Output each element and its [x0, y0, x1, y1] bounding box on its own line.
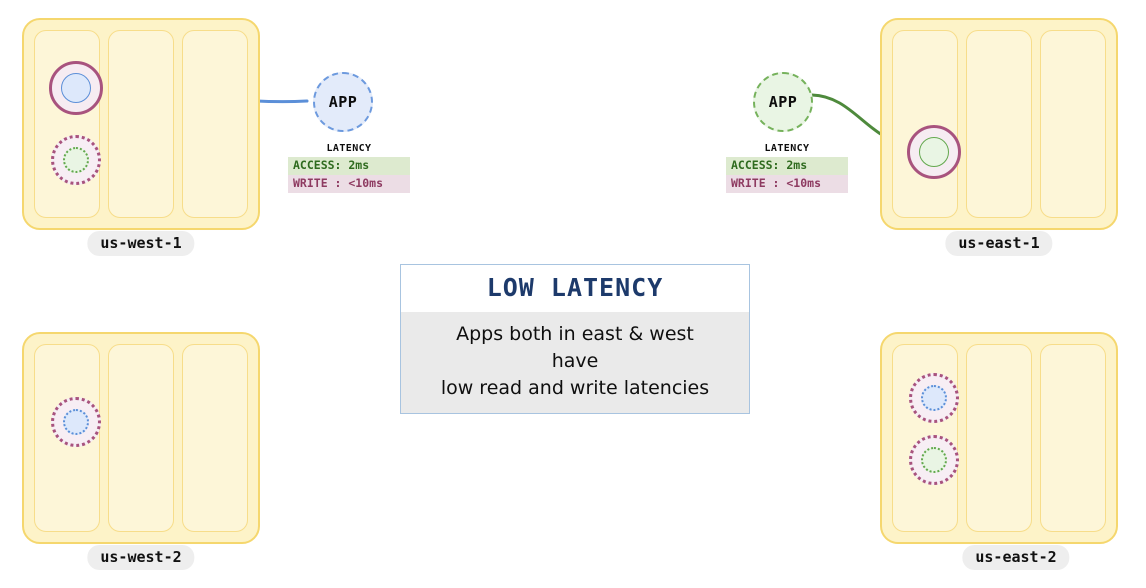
availability-zone-column[interactable] [34, 344, 101, 532]
low-latency-info-box: LOW LATENCY Apps both in east & west hav… [400, 264, 750, 414]
app-node-east[interactable]: APP [753, 72, 813, 132]
info-box-line-2: have [551, 350, 599, 372]
availability-zone-column[interactable] [1040, 30, 1106, 218]
region-label-us-east-2: us-east-2 [962, 545, 1070, 570]
latency-title: LATENCY [764, 143, 810, 154]
latency-write-value: WRITE : <10ms [726, 175, 848, 193]
availability-zone-column[interactable] [1040, 344, 1106, 532]
primary-replica-node[interactable] [49, 61, 103, 115]
availability-zone-column[interactable] [892, 30, 961, 218]
app-node-west[interactable]: APP [313, 72, 373, 132]
info-box-body: Apps both in east & west have low read a… [401, 312, 749, 413]
availability-zone-column[interactable] [966, 30, 1032, 218]
secondary-replica-node-blue[interactable] [909, 373, 959, 423]
latency-block-east: LATENCY ACCESS: 2ms WRITE : <10ms [726, 143, 848, 193]
availability-zone-column[interactable] [108, 344, 174, 532]
primary-replica-node[interactable] [907, 125, 961, 179]
secondary-replica-node[interactable] [51, 135, 101, 185]
replica-inner-disc [61, 73, 91, 103]
region-columns-us-west-1 [34, 30, 248, 218]
region-card-us-east-2[interactable] [880, 332, 1118, 544]
availability-zone-column[interactable] [108, 30, 174, 218]
availability-zone-column[interactable] [892, 344, 959, 532]
region-card-us-east-1[interactable] [880, 18, 1118, 230]
replica-inner-disc [63, 409, 89, 435]
replica-inner-disc [921, 385, 947, 411]
info-box-line-3: low read and write latencies [440, 377, 710, 399]
region-columns-us-east-1 [892, 30, 1106, 218]
replica-inner-disc [63, 147, 89, 173]
latency-access-value: ACCESS: 2ms [726, 157, 848, 175]
region-card-us-west-2[interactable] [22, 332, 260, 544]
replica-inner-disc [919, 137, 949, 167]
info-box-title: LOW LATENCY [401, 265, 749, 312]
info-box-line-1: Apps both in east & west [456, 323, 694, 345]
secondary-replica-node-green[interactable] [909, 435, 959, 485]
availability-zone-column[interactable] [182, 30, 248, 218]
latency-write-value: WRITE : <10ms [288, 175, 410, 193]
availability-zone-column[interactable] [966, 344, 1032, 532]
replica-inner-disc [921, 447, 947, 473]
region-columns-us-west-2 [34, 344, 248, 532]
latency-access-value: ACCESS: 2ms [288, 157, 410, 175]
latency-title: LATENCY [326, 143, 372, 154]
availability-zone-column[interactable] [182, 344, 248, 532]
region-label-us-west-2: us-west-2 [87, 545, 195, 570]
secondary-replica-node[interactable] [51, 397, 101, 447]
region-label-us-west-1: us-west-1 [87, 231, 195, 256]
latency-block-west: LATENCY ACCESS: 2ms WRITE : <10ms [288, 143, 410, 193]
region-card-us-west-1[interactable] [22, 18, 260, 230]
region-label-us-east-1: us-east-1 [945, 231, 1053, 256]
availability-zone-column[interactable] [34, 30, 103, 218]
region-columns-us-east-2 [892, 344, 1106, 532]
